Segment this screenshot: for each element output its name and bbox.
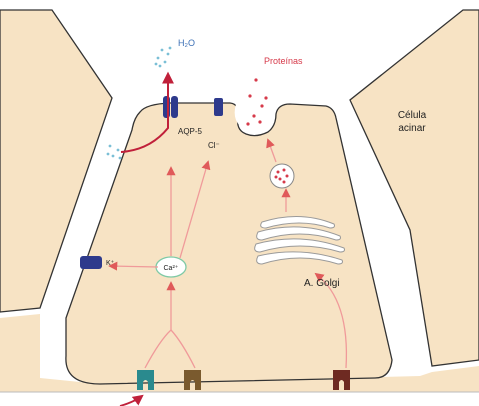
ligand-arrow [119, 394, 144, 406]
potassium-channel [80, 256, 102, 269]
water-exit-arrow [120, 71, 174, 153]
receptor-maroon [333, 370, 350, 390]
potassium-label: K⁺ [106, 260, 115, 267]
protein-molecules [246, 78, 268, 126]
basement-strip [0, 314, 479, 392]
water-molecules-left [106, 144, 122, 160]
left-neighbor-cell [0, 9, 113, 313]
acinar-cell-label-line2: acinar [398, 123, 426, 134]
aquaporin-label: AQP-5 [178, 127, 203, 136]
main-acinar-cell [65, 102, 393, 385]
calcium-label: Ca²⁺ [164, 265, 179, 272]
secretory-vesicle [269, 163, 295, 189]
golgi-label: A. Golgi [304, 278, 340, 289]
right-neighbor-cell [349, 9, 479, 367]
chloride-channel [214, 98, 223, 116]
receptor-teal [137, 370, 154, 390]
secretory-pit [234, 104, 275, 134]
golgi-apparatus [254, 215, 345, 265]
proteins-label: Proteínas [264, 56, 303, 66]
acinar-cell-label-line1: Célula [398, 110, 427, 121]
water-molecules-top [154, 46, 172, 68]
signal-arrows [108, 138, 348, 369]
water-label: H₂O [178, 38, 195, 48]
chloride-label: Cl⁻ [208, 141, 220, 150]
receptor-brown [184, 370, 201, 390]
